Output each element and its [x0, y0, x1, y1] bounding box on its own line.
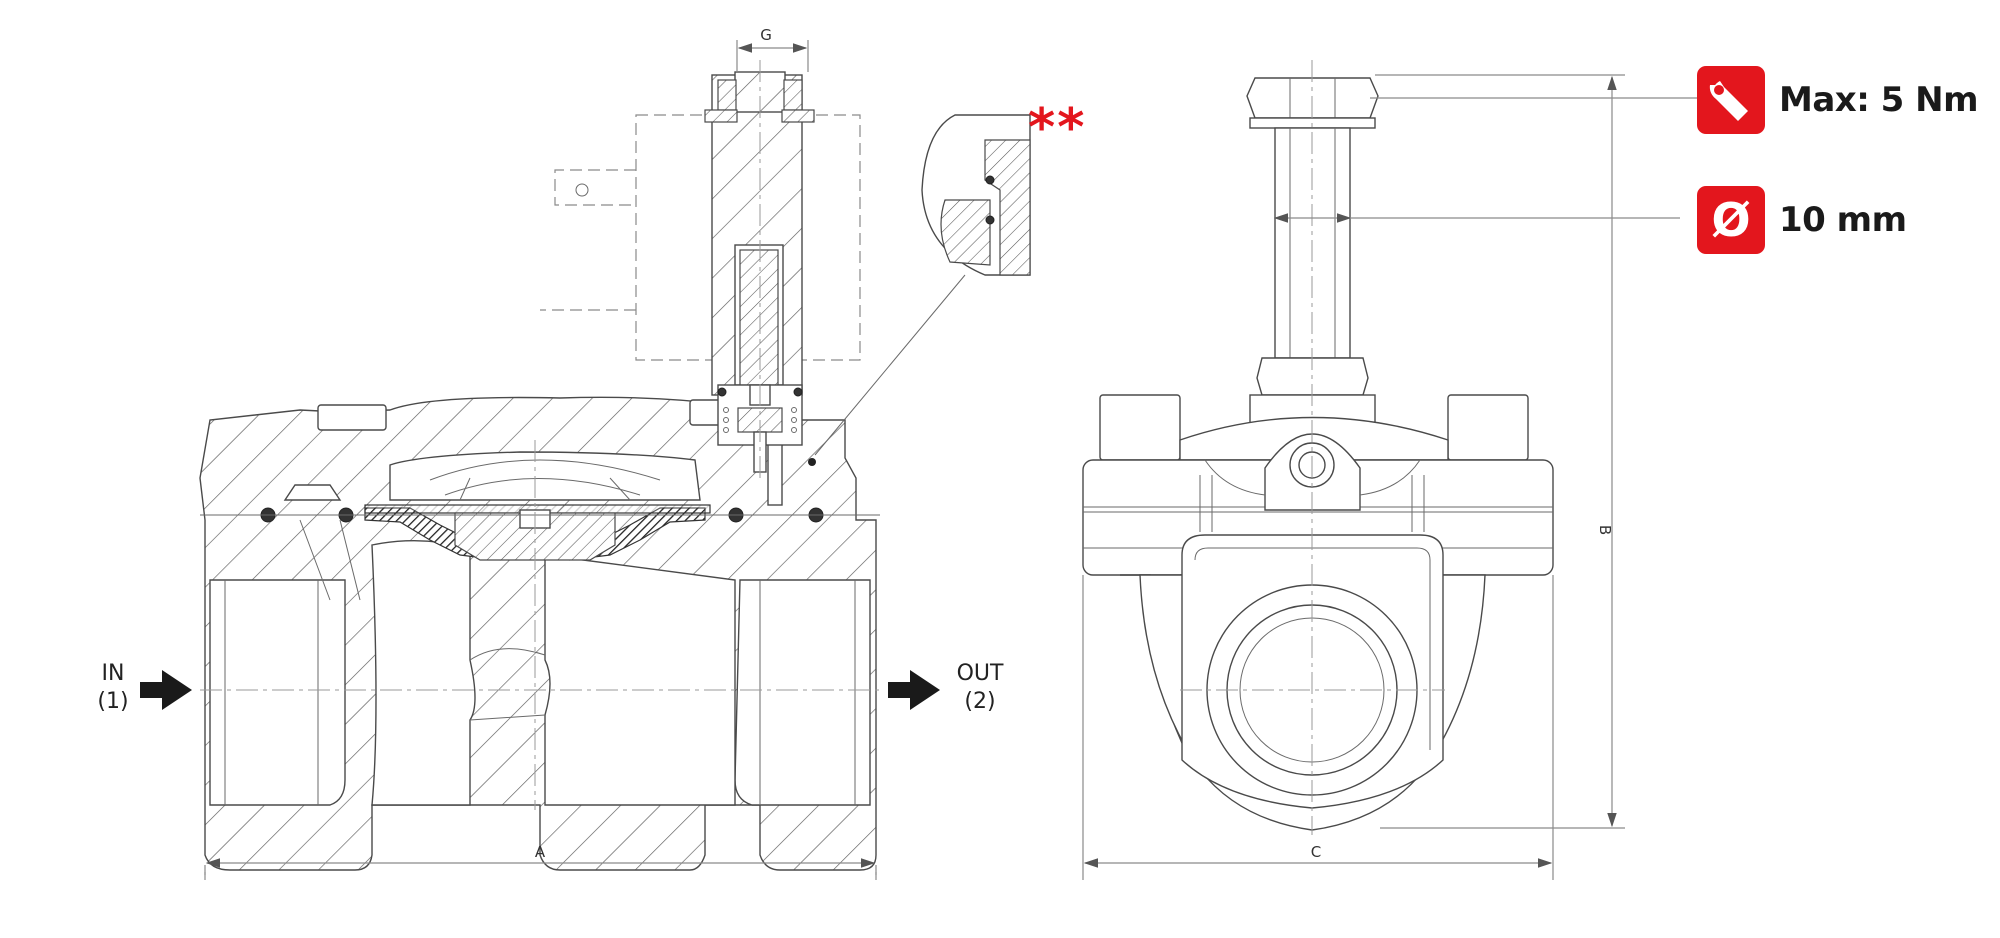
diameter-icon: Ø: [1697, 186, 1765, 254]
diameter-glyph: Ø: [1711, 193, 1751, 247]
armature-tube: [704, 71, 815, 473]
section-view: [199, 40, 1031, 880]
dimension-b: [1375, 74, 1625, 829]
dimension-b-label: B: [1596, 525, 1614, 535]
outlet-port: (2): [964, 689, 995, 714]
inlet-bore: [209, 579, 346, 806]
dimension-g-label: G: [760, 26, 772, 44]
front-view: [1082, 60, 1697, 880]
detail-callout: [814, 114, 1031, 456]
outlet-arrow: [888, 670, 940, 710]
detail-marker: **: [1028, 98, 1087, 158]
wrench-icon: [1697, 66, 1765, 134]
inlet-label: IN: [102, 661, 125, 686]
dimension-a: [204, 858, 877, 880]
dimension-a-label: A: [535, 843, 546, 861]
inlet-arrow: [140, 670, 192, 710]
torque-value: Max: 5 Nm: [1779, 80, 1979, 120]
diameter-spec: Ø 10 mm: [1697, 186, 1907, 254]
diameter-value: 10 mm: [1779, 200, 1907, 240]
coil-outline: [540, 114, 861, 361]
outlet-bore: [734, 579, 871, 806]
outlet-label: OUT: [957, 661, 1004, 686]
torque-spec: Max: 5 Nm: [1697, 66, 1979, 134]
dimension-c: [1082, 575, 1554, 880]
dimension-c-label: C: [1311, 843, 1321, 861]
inlet-port: (1): [97, 689, 128, 714]
dimension-g: [736, 40, 809, 72]
